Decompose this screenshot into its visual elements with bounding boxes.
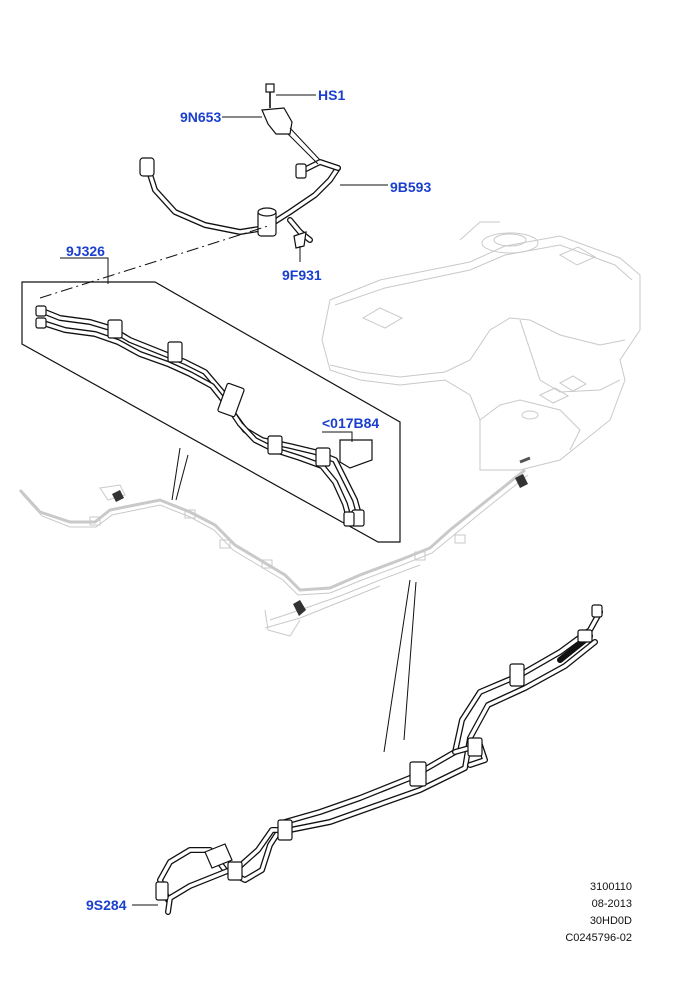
callout-017b84[interactable]: <017B84 bbox=[322, 415, 379, 431]
detail-box-9j326 bbox=[21, 281, 401, 543]
callout-9b593[interactable]: 9B593 bbox=[390, 179, 431, 195]
reference-code: 3100110 bbox=[590, 881, 632, 893]
callout-leaders bbox=[60, 94, 388, 906]
box-pointer-lines bbox=[171, 447, 189, 501]
reference-date: 08-2013 bbox=[592, 898, 632, 910]
lower-pointer-lines bbox=[383, 579, 417, 753]
reference-illustration-id: C0245796-02 bbox=[565, 932, 632, 944]
reference-block: 3100110 08-2013 30HD0D C0245796-02 bbox=[565, 881, 632, 944]
callout-9n653[interactable]: 9N653 bbox=[180, 109, 221, 125]
callout-9j326[interactable]: 9J326 bbox=[66, 243, 105, 259]
underbody-pipe-ghost bbox=[18, 468, 529, 637]
fuel-tank-ghost bbox=[321, 221, 641, 471]
reference-model: 30HD0D bbox=[590, 915, 632, 927]
callout-hs1[interactable]: HS1 bbox=[318, 87, 345, 103]
lower-fuel-pipe-assembly bbox=[155, 604, 603, 915]
evap-canister-assembly bbox=[139, 83, 341, 249]
ghost-run-connectors bbox=[112, 456, 531, 616]
callout-9s284[interactable]: 9S284 bbox=[86, 897, 127, 913]
connection-line bbox=[39, 225, 269, 299]
callout-9f931[interactable]: 9F931 bbox=[282, 267, 322, 283]
